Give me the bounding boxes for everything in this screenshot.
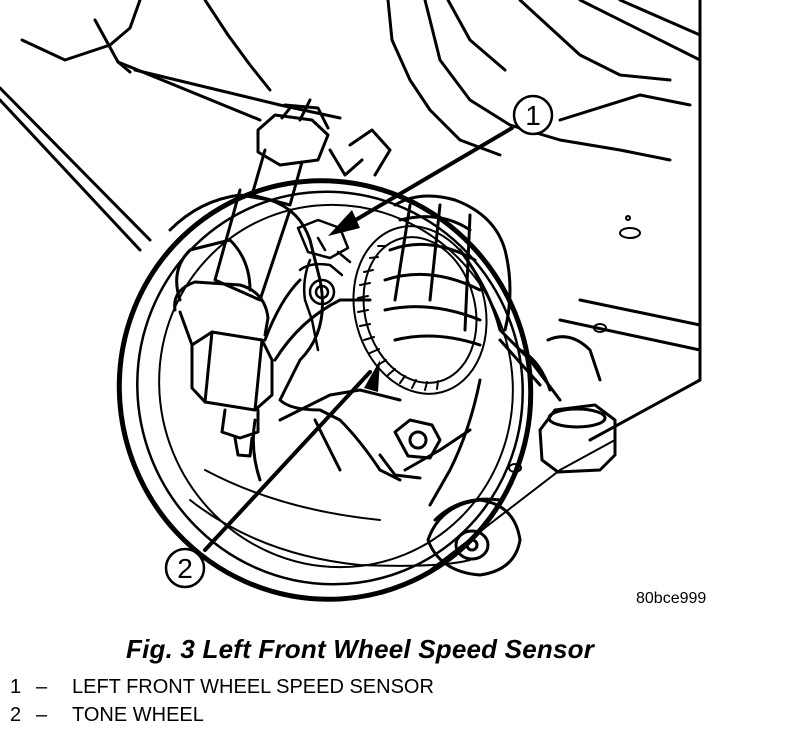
legend-item: 1– LEFT FRONT WHEEL SPEED SENSOR [10,676,434,699]
callout-1-number: 1 [525,100,541,131]
lower-bushing [426,497,522,577]
wheel-speed-sensor-illustration: 1 2 [0,0,702,602]
steering-knuckle [168,193,402,482]
ball-joint-nut [173,280,274,458]
legend-number: 2 [10,704,22,726]
knuckle-nut [378,418,442,480]
legend-dash: – [36,704,48,726]
brake-rotor [116,178,534,602]
legend-label: TONE WHEEL [72,704,204,726]
control-arm-bushing [518,335,617,474]
legend-item: 2– TONE WHEEL [10,704,204,727]
figure-code: 80bce999 [636,590,707,607]
callout-2-arrowhead [364,360,380,392]
callout-2: 2 [164,547,206,589]
legend-dash: – [36,676,48,698]
tie-rod-end [213,98,392,302]
callout-1-leader [340,126,514,230]
figure-caption: Fig. 3 Left Front Wheel Speed Sensor [126,634,595,664]
callout-2-leader [203,370,372,552]
callout-2-number: 2 [177,553,193,584]
frame-rail [0,0,702,571]
lower-control-arm [278,248,562,507]
callout-1: 1 [512,94,554,136]
tone-wheel-ring [352,225,488,395]
callout-1-arrowhead [328,210,360,236]
leader-lines [203,126,514,552]
sensor-mount [296,218,352,352]
legend-label: LEFT FRONT WHEEL SPEED SENSOR [72,676,434,698]
legend-number: 1 [10,676,22,698]
